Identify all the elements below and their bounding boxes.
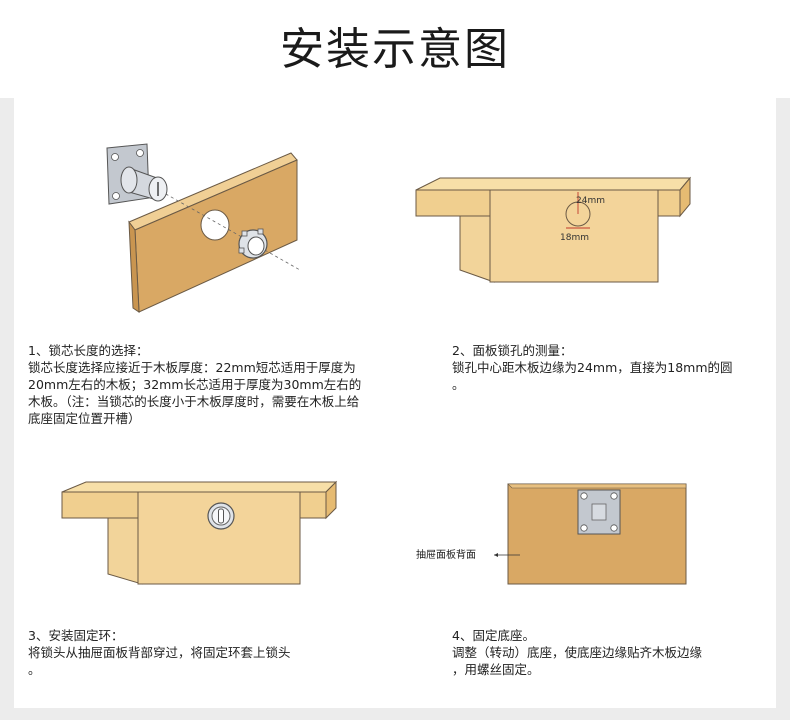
figure-1-lock-and-board xyxy=(106,143,301,313)
base-screw xyxy=(610,524,618,532)
step-3-body: 将锁头从抽屉面板背部穿过，将固定环套上锁头 。 xyxy=(28,645,291,677)
header: 安装示意图 xyxy=(0,0,790,98)
plate-screw-hole xyxy=(111,153,119,161)
drawer-side-panel xyxy=(107,517,143,585)
drawer-front-panel xyxy=(489,189,659,283)
step-1-body: 锁芯长度选择应接近于木板厚度：22mm短芯适用于厚度为 20mm左右的木板；32… xyxy=(28,360,362,426)
ring-tab xyxy=(238,247,245,254)
top-board-side xyxy=(679,176,691,218)
ring-tab xyxy=(241,230,248,237)
dim-label-horizontal: 18mm xyxy=(560,233,589,243)
step-3-caption: 3、安装固定环： 将锁头从抽屉面板背部穿过，将固定环套上锁头 。 xyxy=(28,610,358,678)
step-1-title: 1、锁芯长度的选择： xyxy=(28,343,149,358)
pointer-label: 抽屉面板背面 xyxy=(416,548,476,561)
figure-3-install-ring xyxy=(61,480,338,585)
base-center xyxy=(591,503,607,521)
step-1-caption: 1、锁芯长度的选择： 锁芯长度选择应接近于木板厚度：22mm短芯适用于厚度为 20… xyxy=(28,325,408,427)
drawer-side-panel xyxy=(459,215,495,283)
panel-top-edge xyxy=(507,483,687,489)
step-3-title: 3、安装固定环： xyxy=(28,628,124,643)
top-board-side xyxy=(325,480,337,520)
plate-screw-hole xyxy=(136,149,144,157)
step-2-body: 锁孔中心距木板边缘为24mm，直接为18mm的圆 。 xyxy=(452,360,733,392)
figure-2-drawer-measure: 24mm 18mm xyxy=(415,176,692,283)
plate-screw-hole xyxy=(112,192,120,200)
base-screw xyxy=(610,492,618,500)
alignment-axis xyxy=(149,184,301,271)
key-slot xyxy=(218,508,224,524)
step-4-caption: 4、固定底座。调整（转动）底座，使底座边缘贴齐木板边缘 ，用螺丝固定。 xyxy=(452,610,772,678)
step-2-caption: 2、面板锁孔的测量： 锁孔中心距木板边缘为24mm，直接为18mm的圆 。 xyxy=(452,325,772,393)
step-2-title: 2、面板锁孔的测量： xyxy=(452,343,573,358)
figure-4-fix-base: 抽屉面板背面 xyxy=(416,483,687,585)
page-title: 安装示意图 xyxy=(280,24,510,75)
base-screw xyxy=(580,524,588,532)
cylinder-rear xyxy=(120,166,138,194)
ring-tab xyxy=(257,228,264,235)
pointer-arrow xyxy=(494,553,498,557)
step-4-body: 调整（转动）底座，使底座边缘贴齐木板边缘 ，用螺丝固定。 xyxy=(452,645,703,677)
board-hole xyxy=(200,209,230,241)
step-4-title: 4、固定底座。 xyxy=(452,628,535,643)
board-side xyxy=(128,220,140,313)
dim-label-vertical: 24mm xyxy=(576,196,605,206)
top-board-top xyxy=(415,177,692,191)
fixing-ring-inner xyxy=(247,236,265,256)
base-screw xyxy=(580,492,588,500)
drawer-front-panel xyxy=(137,491,301,585)
top-board-top xyxy=(61,481,338,493)
